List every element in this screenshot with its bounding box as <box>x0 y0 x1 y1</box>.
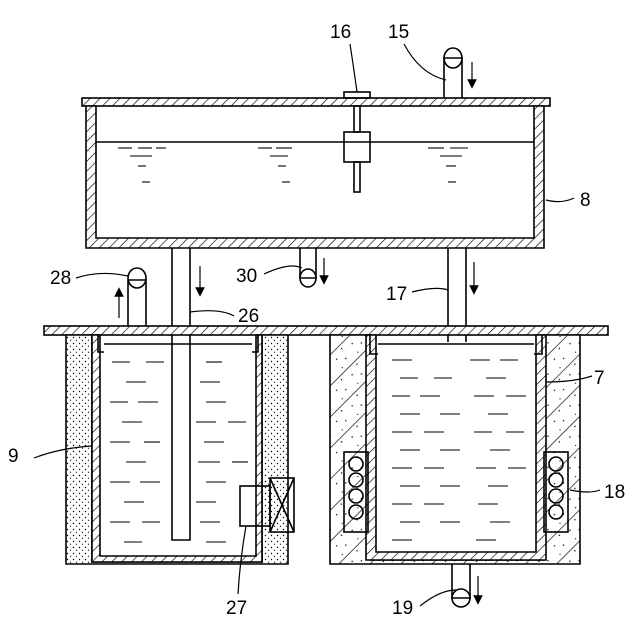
label-27: 27 <box>226 598 247 619</box>
upper-tank <box>82 98 550 248</box>
label-8: 8 <box>580 190 591 211</box>
label-17: 17 <box>386 284 407 305</box>
upper-water-marks <box>118 148 468 182</box>
label-30: 30 <box>236 266 257 287</box>
label-15: 15 <box>388 22 409 43</box>
left-tank <box>66 335 288 564</box>
left-vessel-walls <box>92 335 262 562</box>
upper-tank-walls <box>86 106 544 248</box>
label-26: 26 <box>238 306 259 327</box>
inlet-pipe <box>444 48 472 98</box>
base-plate <box>44 326 608 335</box>
label-18: 18 <box>604 482 625 503</box>
label-16: 16 <box>330 22 351 43</box>
outlet-pipe <box>452 564 478 607</box>
label-19: 19 <box>392 598 413 619</box>
pipe-30 <box>300 248 324 287</box>
right-vessel-walls <box>366 335 546 560</box>
label-28: 28 <box>50 268 71 289</box>
label-7: 7 <box>594 368 605 389</box>
float-switch-cap <box>344 92 370 98</box>
pipe-26 <box>172 248 200 540</box>
pipe-28 <box>119 268 146 326</box>
label-9: 9 <box>8 446 19 467</box>
left-water-marks <box>110 362 248 542</box>
right-water-marks <box>392 360 526 540</box>
float-body <box>344 132 370 162</box>
upper-tank-lid <box>82 98 550 106</box>
